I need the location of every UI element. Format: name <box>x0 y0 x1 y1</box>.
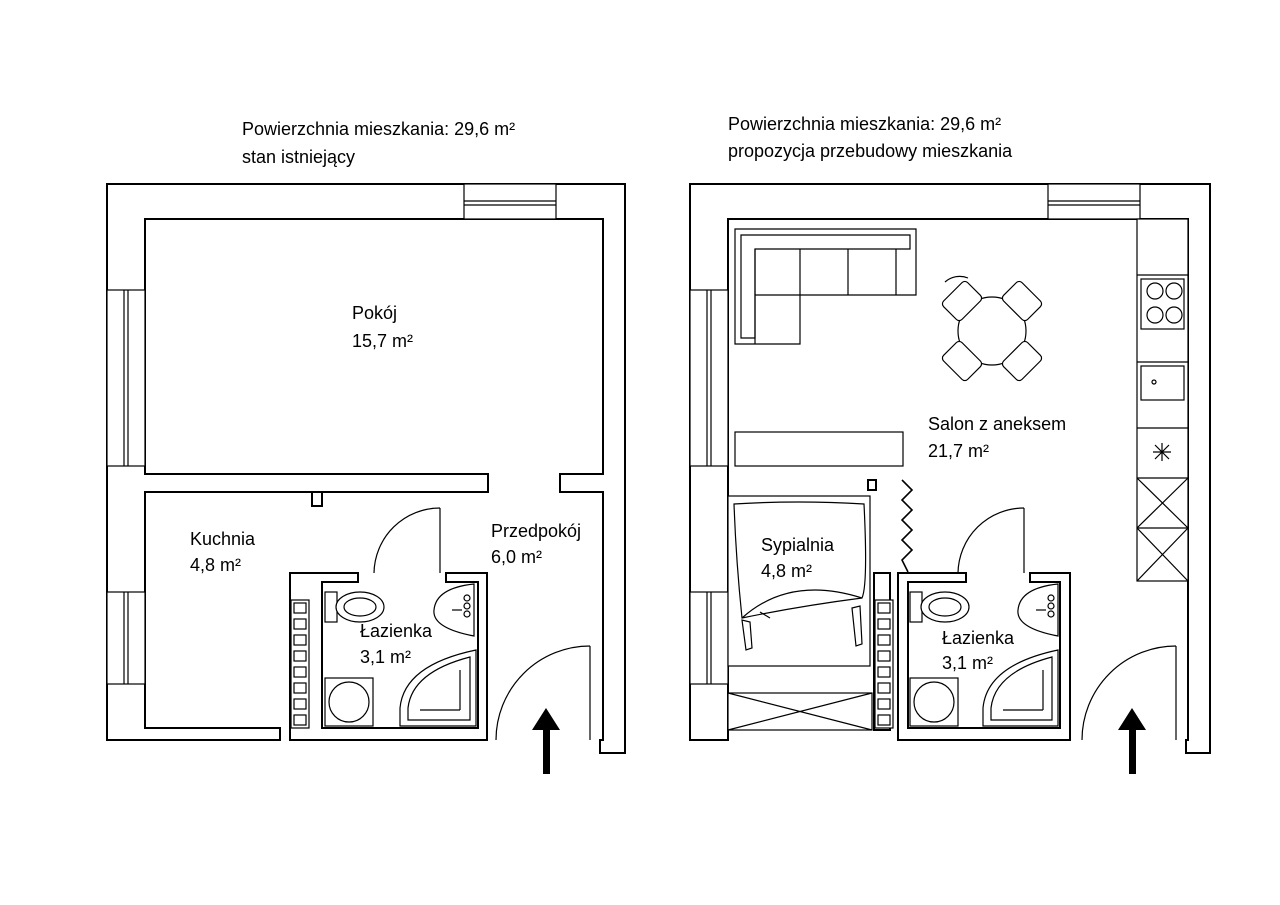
kitchen-sink-icon <box>1140 365 1185 401</box>
room-name: Łazienka <box>360 621 433 641</box>
window <box>689 289 729 467</box>
room-name: Łazienka <box>942 628 1015 648</box>
bed-icon <box>727 495 871 667</box>
up-arrow-icon <box>532 708 560 774</box>
wall-stub <box>867 479 877 491</box>
window <box>106 591 146 685</box>
outer-wall <box>689 183 1211 754</box>
washing-machine-icon <box>909 677 959 727</box>
sofa-icon <box>734 228 917 345</box>
dining-table-icon <box>941 275 1043 382</box>
sink-icon <box>1017 583 1059 637</box>
room-area: 3,1 m² <box>360 647 411 667</box>
wall-stub <box>311 491 323 507</box>
shelf-unit <box>874 599 894 729</box>
toilet-icon <box>909 591 970 623</box>
plan-proposal: Powierzchnia mieszkania: 29,6 m² propozy… <box>689 114 1211 774</box>
room-area: 21,7 m² <box>928 441 989 461</box>
bathroom-wall <box>289 572 488 741</box>
shower-icon <box>982 649 1059 727</box>
plan-existing: Powierzchnia mieszkania: 29,6 m² stan is… <box>106 119 626 774</box>
room-area: 15,7 m² <box>352 331 413 351</box>
room-name: Pokój <box>352 303 397 323</box>
window <box>106 289 146 467</box>
room-area: 6,0 m² <box>491 547 542 567</box>
outer-wall <box>106 183 626 754</box>
room-name: Salon z aneksem <box>928 414 1066 434</box>
plan-existing-heading-line2: stan istniejący <box>242 147 355 167</box>
shelf-unit <box>290 599 310 729</box>
room-area: 4,8 m² <box>761 561 812 581</box>
plan-existing-heading-line1: Powierzchnia mieszkania: 29,6 m² <box>242 119 515 139</box>
bathroom-wall <box>897 572 1071 741</box>
room-area: 3,1 m² <box>942 653 993 673</box>
wardrobe <box>727 692 873 731</box>
plan-proposal-heading-line1: Powierzchnia mieszkania: 29,6 m² <box>728 114 1001 134</box>
curtain <box>900 479 914 573</box>
cooktop-fan-icon <box>1153 443 1171 461</box>
room-name: Sypialnia <box>761 535 835 555</box>
stove-icon <box>1140 278 1185 330</box>
room-area: 4,8 m² <box>190 555 241 575</box>
washing-machine-icon <box>324 677 374 727</box>
toilet-icon <box>324 591 385 623</box>
tv-cabinet <box>734 431 904 467</box>
room-name: Przedpokój <box>491 521 581 541</box>
kitchen-counter <box>1136 218 1189 582</box>
sink-icon <box>433 583 475 637</box>
plan-proposal-heading-line2: propozycja przebudowy mieszkania <box>728 141 1013 161</box>
window <box>689 591 729 685</box>
room-name: Kuchnia <box>190 529 256 549</box>
up-arrow-icon <box>1118 708 1146 774</box>
shower-icon <box>399 649 477 727</box>
